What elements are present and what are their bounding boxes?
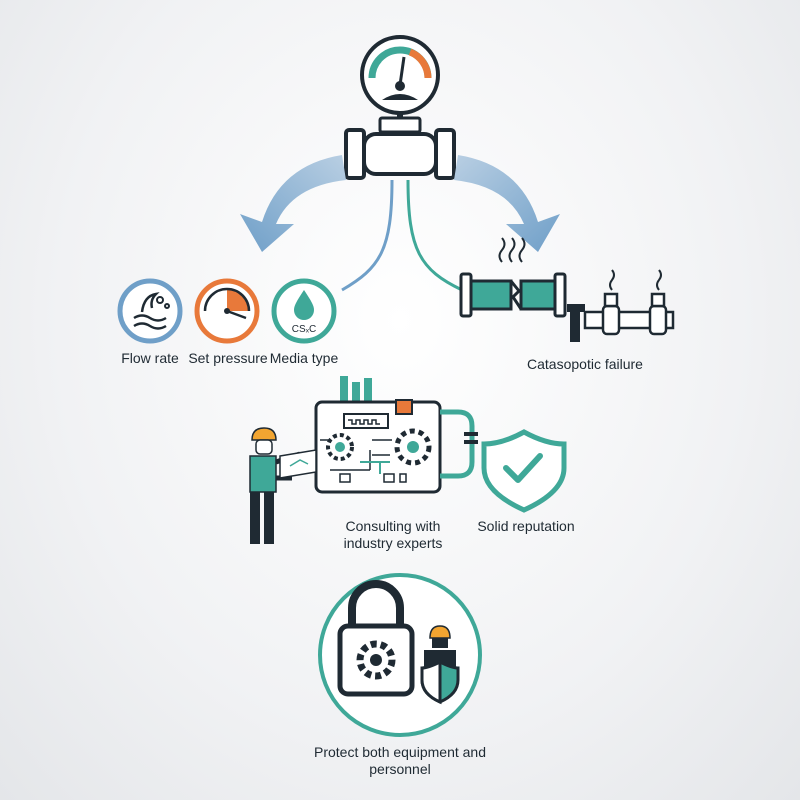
connector-line-right [406,179,463,292]
consulting-label: Consulting with industry experts [318,518,468,552]
protect-label-line1: Protect both equipment and [313,744,486,760]
consulting-label-line1: Consulting with [345,518,441,534]
media-drop-icon: CSₓC [271,278,337,344]
left-curved-arrow [240,155,346,252]
media-type-label: Media type [269,350,339,366]
set-pressure-label: Set pressure [188,350,268,366]
lock-gear-icon [318,573,482,737]
connector-line-left [341,179,394,292]
protect-label: Protect both equipment and personnel [280,744,520,778]
engineer-icon [249,427,317,544]
protect-label-line2: personnel [369,761,431,777]
right-curved-arrow [454,155,560,252]
failure-label: Catasopotic failure [527,356,643,372]
broken-pipe-icon [459,237,675,342]
flow-rate-icon [117,278,183,344]
media-formula-text: CSₓC [292,324,316,335]
reputation-label: Solid reputation [477,518,575,534]
control-panel-icon [314,376,478,494]
consulting-label-line2: industry experts [343,535,443,551]
gauge-icon [194,278,260,344]
flow-rate-label: Flow rate [121,350,179,366]
pressure-gauge-valve-icon [344,35,456,180]
shield-check-icon [481,429,567,513]
